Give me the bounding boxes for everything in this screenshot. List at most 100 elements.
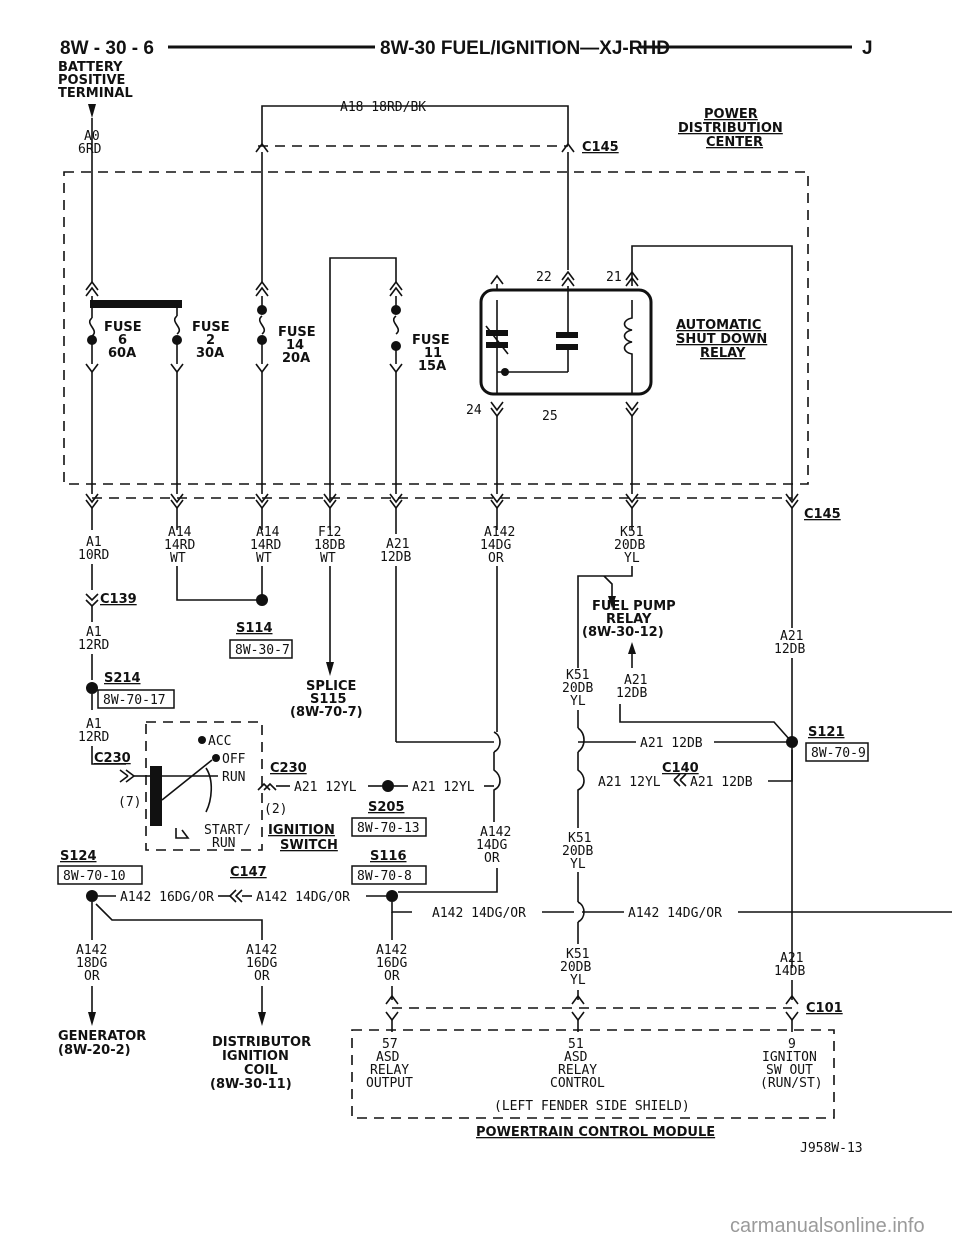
fuse-14-num: 14 [286, 338, 304, 353]
ignition-run: RUN [222, 770, 245, 785]
page-title: 8W-30 FUEL/IGNITION—XJ-RHD [380, 38, 670, 59]
battery-wire-color: 6RD [78, 142, 102, 157]
fuse-6-amp: 60A [108, 346, 136, 361]
bw-2-gauge: 16DG [376, 956, 407, 971]
wire-a14b-gauge: 14RD [250, 538, 281, 553]
bw-3-code: K51 [566, 947, 589, 962]
asd-label-3: RELAY [700, 346, 746, 361]
a21-mid-gauge: 12DB [616, 686, 647, 701]
c230-right-label: C230 [270, 761, 307, 776]
wire-a142-gauge: 14DG [480, 538, 511, 553]
c147-label: C147 [230, 865, 267, 880]
pcm-pin9-l3: (RUN/ST) [760, 1076, 823, 1091]
s205-name: S205 [368, 800, 405, 815]
pdc-label-2: DISTRIBUTION [678, 121, 783, 136]
a21-mid-code: A21 [624, 673, 647, 688]
pcm-pins: 57 ASD RELAY OUTPUT 51 ASD RELAY CONTROL… [366, 1037, 823, 1114]
pcm-pin57-l3: OUTPUT [366, 1076, 413, 1091]
a142-mid-color: OR [484, 851, 500, 866]
k51-mid2-color: YL [570, 857, 586, 872]
a21-12db-run-label: A21 12DB [640, 736, 703, 751]
wire-a14b-color: WT [256, 551, 272, 566]
fpr-arrow-icon [608, 596, 616, 608]
fpr-label-2: RELAY [606, 612, 652, 627]
bw-1-color: OR [254, 969, 270, 984]
wire-a14a-color: WT [170, 551, 186, 566]
fuse-2-label: FUSE [192, 320, 230, 335]
distributor-label-1: DISTRIBUTOR [212, 1035, 311, 1050]
fpr-up-arrow-icon [628, 642, 636, 654]
battery-label-1: BATTERY [58, 60, 123, 75]
page-letter: J [862, 38, 873, 59]
fpr-label-1: FUEL PUMP [592, 599, 676, 614]
wire-a21-gauge: 12DB [380, 550, 411, 565]
pcm-pin9: 9 [788, 1037, 796, 1052]
wire-a1-gauge: 10RD [78, 548, 109, 563]
bw-1-code: A142 [246, 943, 277, 958]
s114-ref: 8W-30-7 [235, 643, 290, 658]
ignition-off: OFF [222, 752, 246, 767]
c230-left-label: C230 [94, 751, 131, 766]
a21-12yl-3-label: A21 12YL [598, 775, 661, 790]
a21-12yl-2-label: A21 12YL [412, 780, 475, 795]
top-wire-label: A18 18RD/BK [340, 100, 426, 115]
pcm-pin51-l2: RELAY [558, 1063, 597, 1078]
wire-f12-code: F12 [318, 525, 341, 540]
bw-0-code: A142 [76, 943, 107, 958]
s214-name: S214 [104, 671, 141, 686]
s116-name: S116 [370, 849, 407, 864]
ignition-start-run: RUN [212, 836, 235, 851]
ignition-start: START/ [204, 823, 251, 838]
bw-0-color: OR [84, 969, 100, 984]
s214-splice-dot [86, 682, 98, 694]
fuse-6-label: FUSE [104, 320, 142, 335]
bw-2-code: A142 [376, 943, 407, 958]
fuse-top-connectors [85, 280, 403, 297]
s124-name: S124 [60, 849, 97, 864]
distributor-label-2: IGNITION [222, 1049, 289, 1064]
asd-pin-21: 21 [606, 270, 622, 285]
wire-a1-code: A1 [86, 535, 102, 550]
a142-14dg-or-1-label: A142 14DG/OR [256, 890, 350, 905]
wire-k51-color: YL [624, 551, 640, 566]
a21-right-gauge: 12DB [774, 642, 805, 657]
asd-pin-22: 22 [536, 270, 552, 285]
bw-3-gauge: 20DB [560, 960, 591, 975]
distributor-label-4: (8W-30-11) [210, 1077, 292, 1092]
a1-12rd-code: A1 [86, 625, 102, 640]
pdc-label-3: CENTER [706, 135, 763, 150]
pcm-pin57-l2: RELAY [370, 1063, 409, 1078]
pdc-label-1: POWER [704, 107, 758, 122]
ignition-switch-2: SWITCH [280, 838, 338, 853]
c139-label: C139 [100, 592, 137, 607]
pdc-box [63, 171, 809, 485]
battery-arrow-icon [88, 104, 96, 118]
bw-2-color: OR [384, 969, 400, 984]
a1-lower-code: A1 [86, 717, 102, 732]
asd-label-2: SHUT DOWN [676, 332, 767, 347]
fuse-2-num: 2 [206, 333, 215, 348]
c140-label: C140 [662, 761, 699, 776]
splice-s115-3: (8W-70-7) [290, 705, 363, 720]
fpr-label-3: (8W-30-12) [582, 625, 664, 640]
asd-label-1: AUTOMATIC [676, 318, 761, 333]
s116-splice-dot [386, 890, 398, 902]
k51-mid2-gauge: 20DB [562, 844, 593, 859]
s114-name: S114 [236, 621, 273, 636]
fuse-2-amp: 30A [196, 346, 224, 361]
wire-a142-color: OR [488, 551, 504, 566]
battery-label-3: TERMINAL [58, 86, 133, 101]
pcm-pin9-l2: SW OUT [766, 1063, 813, 1078]
fuse-14: FUSE 14 20A [257, 296, 316, 366]
generator-label-1: GENERATOR [58, 1029, 146, 1044]
a21-right-code: A21 [780, 629, 803, 644]
wire-a142-code: A142 [484, 525, 515, 540]
wire-f12-color: WT [320, 551, 336, 566]
ignition-pin7: (7) [118, 795, 141, 810]
ignition-switch-box [145, 721, 263, 851]
a142-mid-gauge: 14DG [476, 838, 507, 853]
fuse-2: FUSE 2 30A [172, 315, 230, 364]
s115-arrow-icon [326, 662, 334, 676]
k51-mid2-code: K51 [568, 831, 591, 846]
